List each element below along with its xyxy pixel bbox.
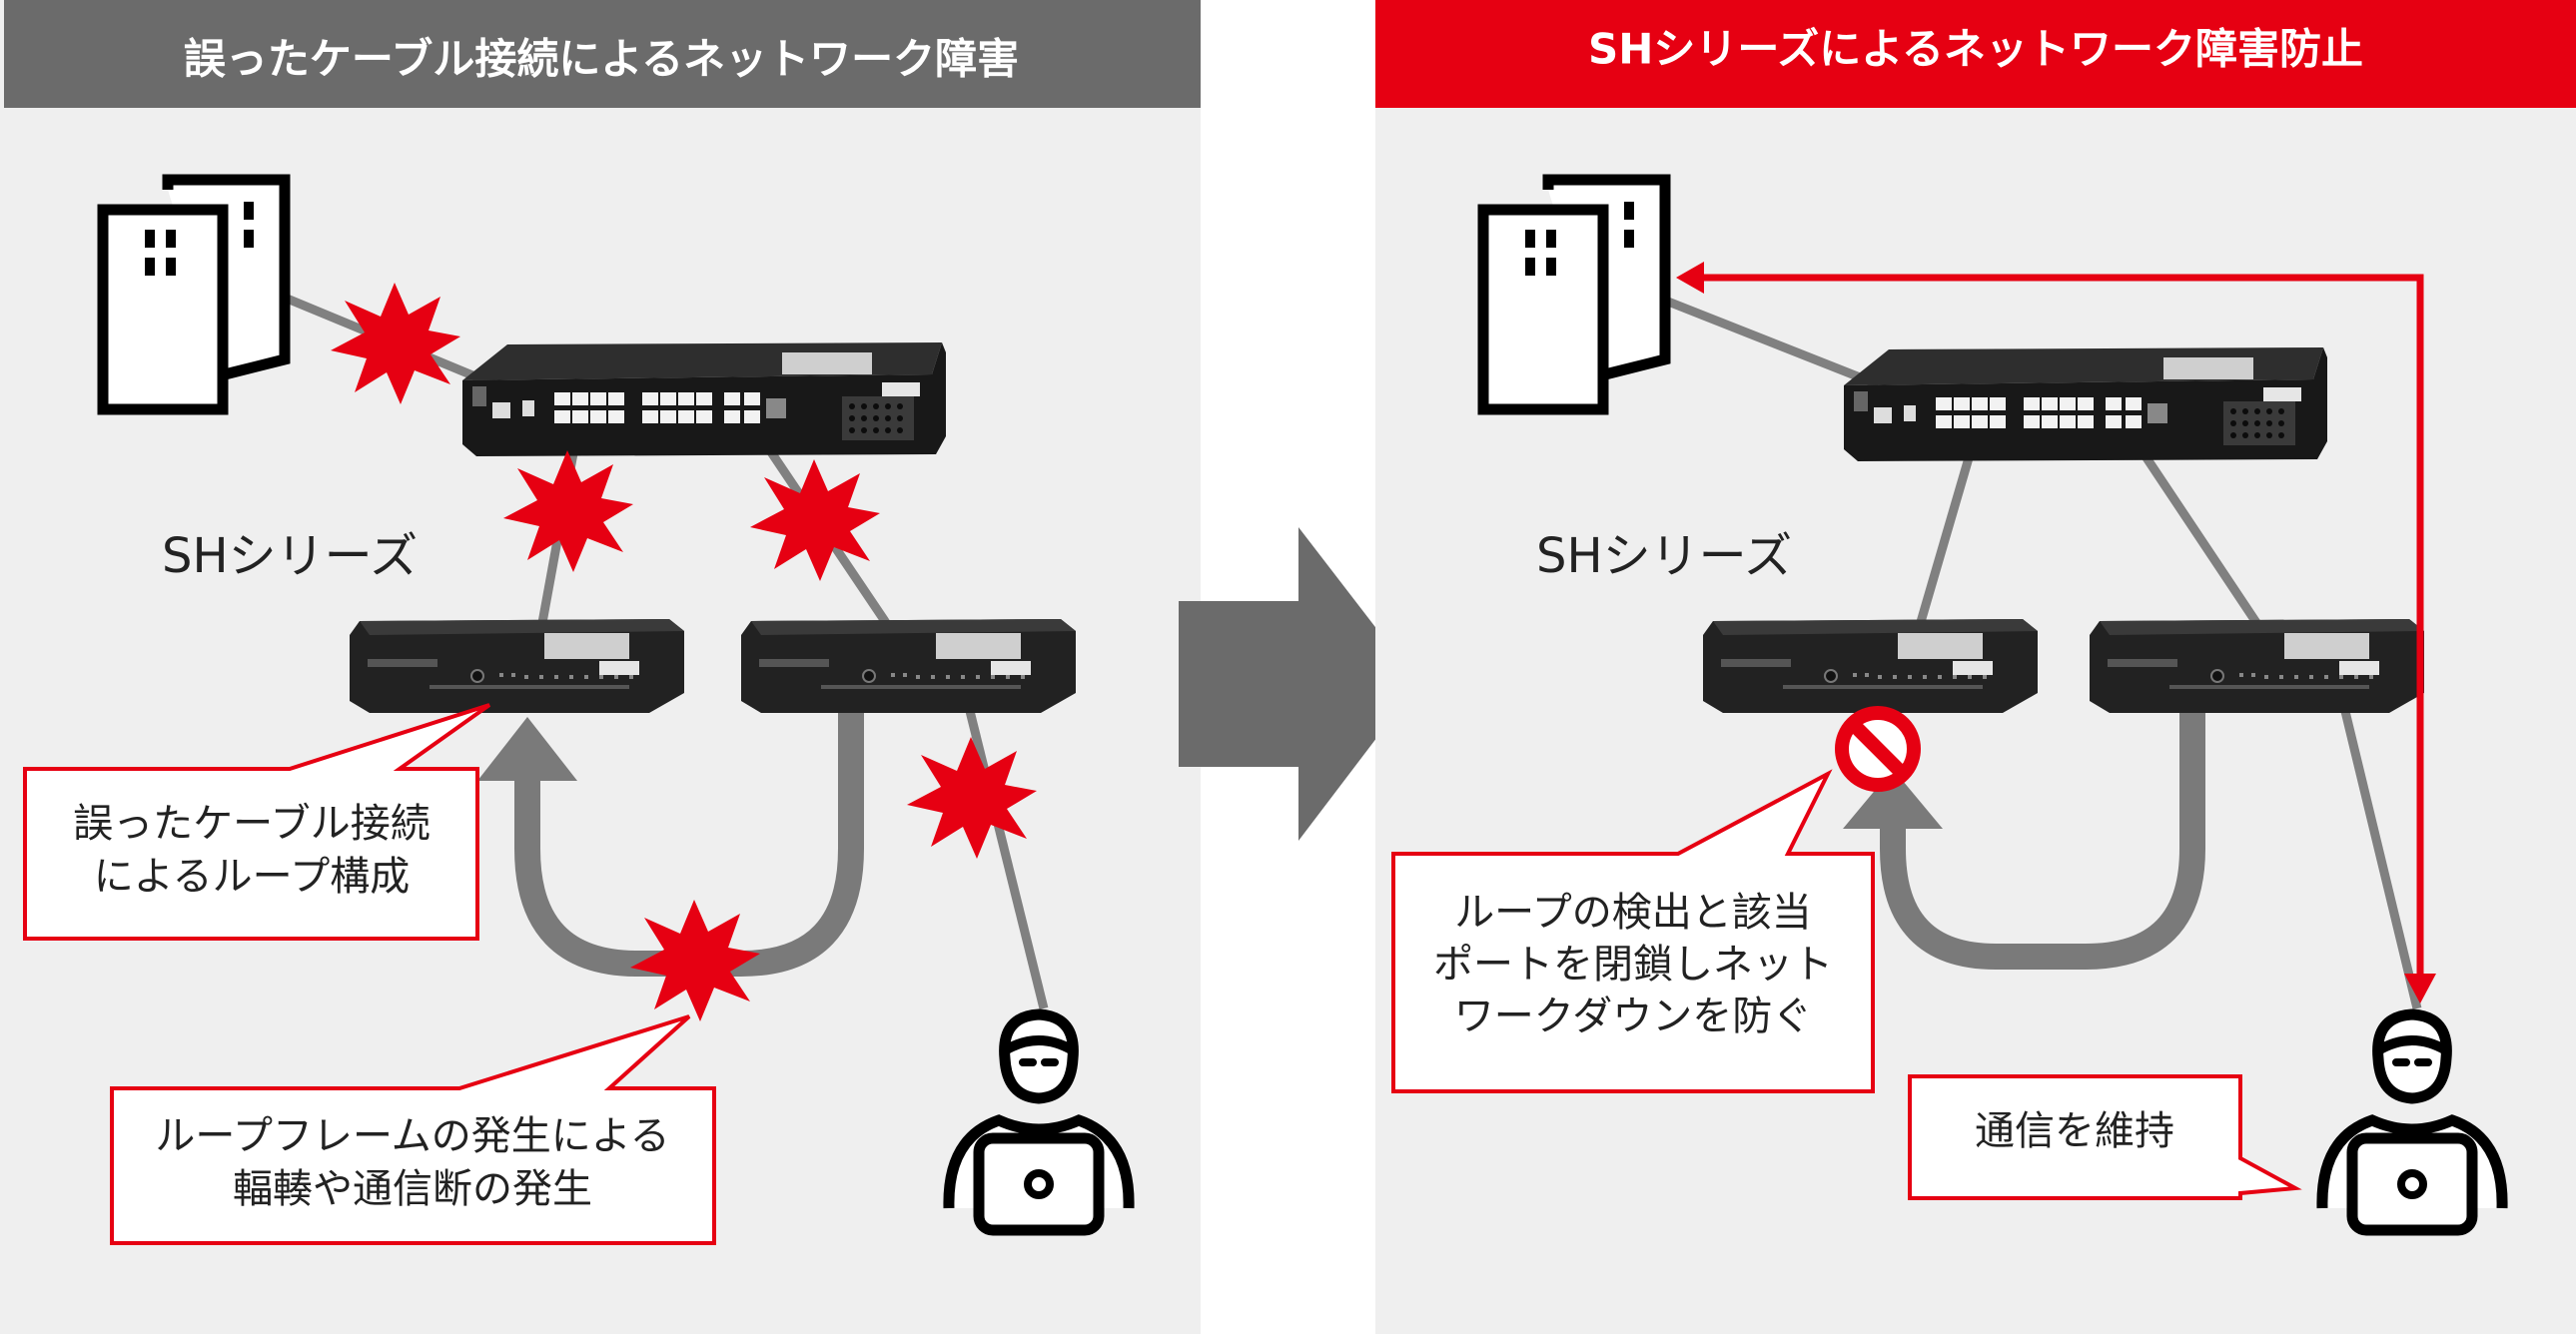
callout-detect-line-2: ポートを閉鎖しネット [1433, 942, 1833, 988]
cable-server-to-core [1661, 295, 1880, 389]
callout-keep: 通信を維持 [1908, 1074, 2302, 1200]
callout-detect-line-1: ループの検出と該当 [1454, 890, 1812, 936]
right-arrow-icon [1179, 527, 1418, 841]
callout-detect-box [1391, 769, 1875, 1093]
access-switch-b [740, 618, 1077, 714]
callout-frames-box [110, 1014, 716, 1245]
cable-switch-b-to-user [962, 697, 1049, 1010]
callout-loop-line-2: によるループ構成 [94, 854, 410, 900]
callout-detect: ループの検出と該当 ポートを閉鎖しネット ワークダウンを防ぐ [1391, 769, 1875, 1093]
path-arrowhead-server [1676, 262, 1704, 294]
left-header-title: 誤ったケーブル接続によるネットワーク障害 [184, 35, 1019, 84]
callout-loop-line-1: 誤ったケーブル接続 [73, 801, 430, 847]
callout-frames: ループフレームの発生による 輻輳や通信断の発生 [110, 1014, 716, 1245]
loop-arrow-head [477, 717, 577, 781]
callout-detect-line-3: ワークダウンを防ぐ [1454, 994, 1812, 1039]
left-header-bar [4, 0, 1201, 108]
callout-frames-line-1: ループフレームの発生による [155, 1113, 669, 1159]
core-switch [1844, 347, 2327, 461]
series-label: SHシリーズ [1536, 528, 1792, 584]
right-header-bar [1375, 0, 2576, 108]
callout-loop-box [23, 703, 491, 941]
path-arrowhead-user [2404, 974, 2436, 1003]
right-panel: SHシリーズによるネットワーク障害防止 [1375, 0, 2576, 1334]
callout-loop: 誤ったケーブル接続 によるループ構成 [23, 703, 491, 941]
cable-core-to-switch-b [2134, 441, 2271, 642]
server-icon [1477, 174, 1671, 415]
right-header-title: SHシリーズによるネットワーク障害防止 [1588, 25, 2363, 74]
callout-frames-line-2: 輻輳や通信断の発生 [233, 1166, 592, 1212]
communication-path [1676, 262, 2436, 1003]
right-cables [1661, 295, 2422, 1010]
cable-switch-b-to-user [2337, 697, 2422, 1010]
cable-core-to-switch-a [1911, 442, 1978, 641]
loop-arrow [1843, 699, 2205, 970]
callout-keep-box [1908, 1074, 2302, 1200]
core-switch [462, 342, 946, 456]
left-panel: 誤ったケーブル接続によるネットワーク障害 [0, 0, 1201, 1334]
callout-keep-text: 通信を維持 [1975, 1108, 2174, 1154]
access-switch-a [349, 618, 685, 714]
server-icon [97, 174, 291, 415]
loop-arrow-head [1843, 769, 1943, 829]
access-switch-a [1702, 618, 2039, 714]
prohibited-icon [1835, 706, 1921, 792]
access-switch-b [2089, 618, 2425, 714]
series-label: SHシリーズ [162, 528, 418, 584]
